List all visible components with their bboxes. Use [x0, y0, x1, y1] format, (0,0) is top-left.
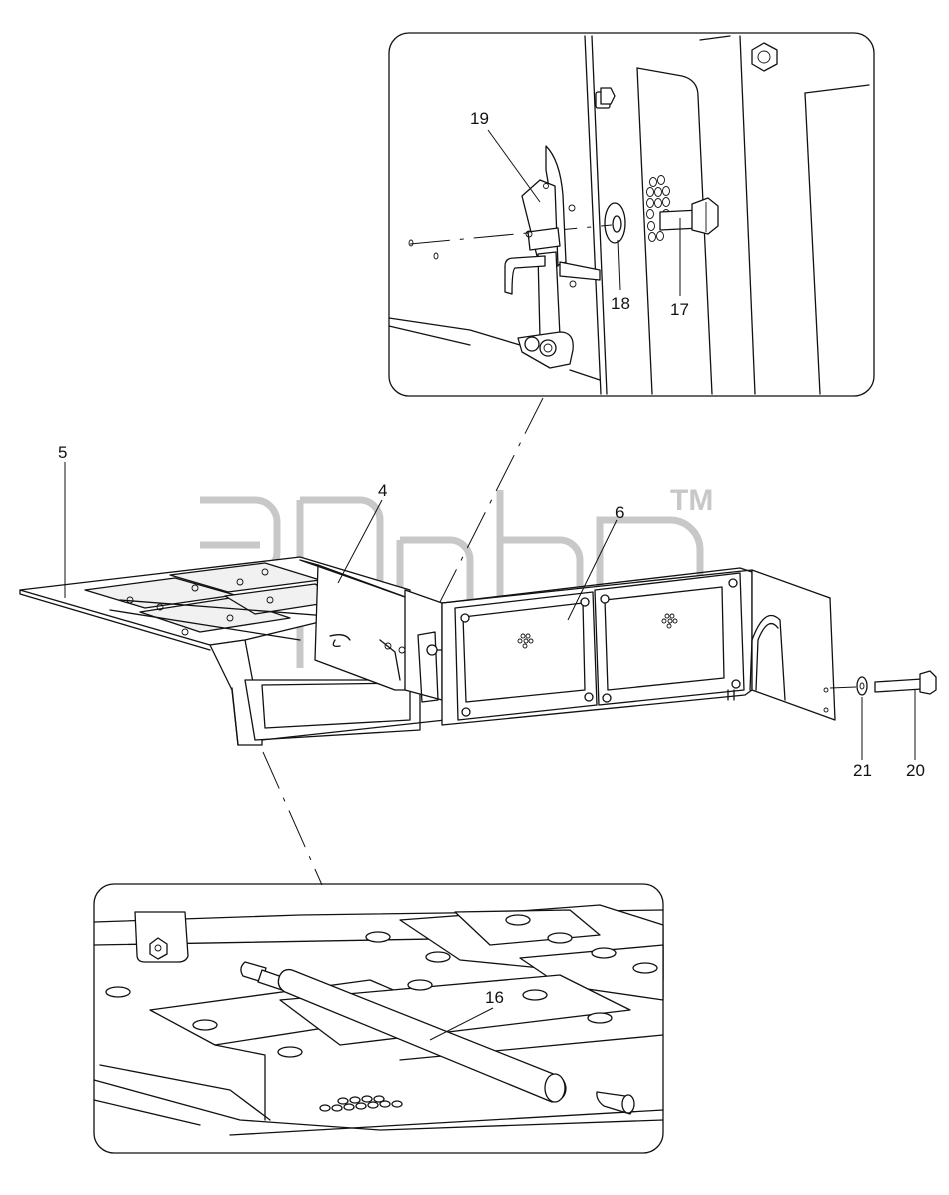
- door-panel-6: [454, 591, 598, 721]
- plate-holes: [105, 914, 658, 1058]
- end-plate: [751, 569, 836, 721]
- detail-link-top: [437, 397, 544, 607]
- callout-17: 17: [670, 300, 689, 319]
- callout-5: 5: [58, 443, 67, 462]
- door-bolts-right: [600, 578, 741, 703]
- detail-view-strut: [93, 883, 664, 1154]
- floor-panels: [84, 562, 381, 641]
- door-bolts-left: [460, 597, 594, 717]
- vent-holes: [646, 175, 670, 242]
- callout-18: 18: [611, 294, 630, 313]
- callout-16: 16: [485, 988, 504, 1007]
- washer-18: [604, 202, 626, 244]
- bolt-17: [659, 197, 719, 235]
- door-panel-right: [594, 572, 745, 706]
- callout-6: 6: [615, 503, 624, 522]
- callout-20: 20: [906, 761, 925, 780]
- main-assembly: [19, 462, 937, 760]
- vent-holes-bottom: [319, 1095, 403, 1112]
- callout-4: 4: [378, 481, 387, 500]
- trademark-mark: TM: [670, 484, 713, 517]
- detail-frame-bottom: [93, 883, 664, 1154]
- callout-19: 19: [470, 109, 489, 128]
- vent-cluster-right: [661, 613, 678, 629]
- hex-bolt-icon: [751, 42, 778, 72]
- detail-link-bottom: [262, 751, 323, 886]
- detail-frame-top: [388, 32, 875, 397]
- vent-cluster-left: [517, 633, 534, 649]
- assembly-axis-top: [409, 224, 613, 245]
- detail-view-latch: [388, 32, 875, 397]
- washer-21: [856, 676, 868, 696]
- gas-strut-16: [240, 961, 635, 1115]
- latch-19: [504, 145, 601, 369]
- callout-21: 21: [853, 761, 872, 780]
